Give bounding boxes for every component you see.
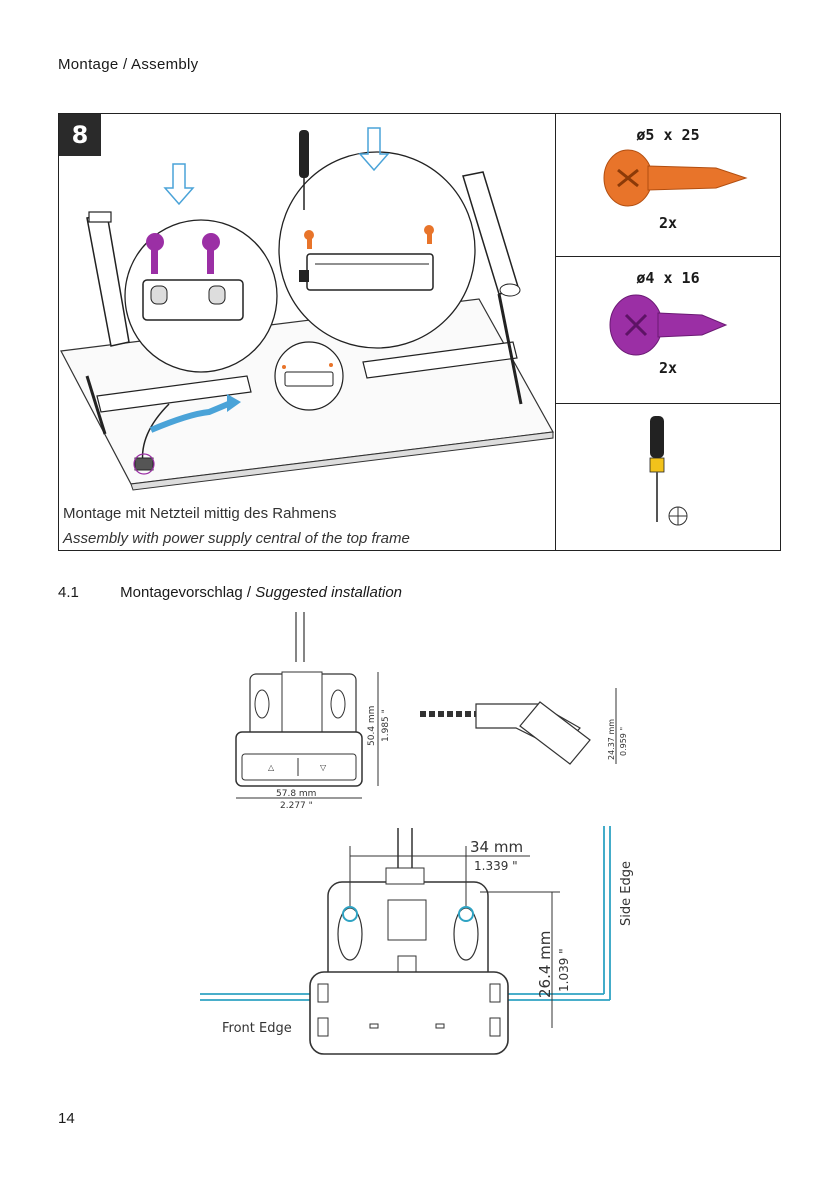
purple-screw-icon (556, 287, 780, 359)
part-size-label: ø5 x 25 (556, 126, 780, 144)
depth-mm-label: 24.37 mm (607, 719, 616, 760)
desk-assembly-illustration (59, 114, 555, 550)
step-number-badge: 8 (59, 114, 101, 156)
height-in-label: 1.985 " (381, 709, 391, 742)
svg-text:▽: ▽ (320, 763, 327, 772)
section-title-en: Suggested installation (255, 584, 402, 601)
part-panel-screw-4x16: ø4 x 16 2x (555, 256, 781, 404)
edge-offset-mm-label: 26.4 mm (536, 931, 554, 998)
svg-text:△: △ (268, 763, 275, 772)
step-caption-en: Assembly with power supply central of th… (63, 530, 410, 547)
part-qty-label: 2x (556, 359, 780, 377)
width-in-label: 2.277 " (280, 801, 313, 811)
control-unit-front-view-drawing: △ ▽ 50.4 mm 1.985 " 57.8 mm 2.277 " (228, 612, 408, 818)
part-panel-screw-5x25: ø5 x 25 2x (555, 113, 781, 257)
width-mm-label: 57.8 mm (276, 789, 316, 799)
assembly-illustration-panel (58, 113, 556, 551)
height-mm-label: 50.4 mm (367, 706, 377, 746)
depth-in-label: 0.959 " (619, 727, 628, 756)
down-arrow-icon (165, 164, 193, 204)
orange-screw-icon (556, 144, 780, 214)
part-panel-screwdriver (555, 403, 781, 551)
section-heading: 4.1 Montagevorschlag / Suggested install… (58, 584, 402, 601)
page-header: Montage / Assembly (58, 56, 198, 73)
step-caption-de: Montage mit Netzteil mittig des Rahmens (63, 505, 336, 522)
part-size-label: ø4 x 16 (556, 269, 780, 287)
part-qty-label: 2x (556, 214, 780, 232)
page-number: 14 (58, 1110, 75, 1127)
front-edge-label: Front Edge (222, 1021, 292, 1036)
edge-offset-in-label: 1.039 " (557, 948, 571, 992)
installation-position-drawing: 34 mm 1.339 " 26.4 mm 1.039 " Front Edge… (200, 822, 640, 1068)
side-edge-label: Side Edge (619, 861, 634, 926)
section-title-de: Montagevorschlag / (120, 584, 251, 601)
control-unit-side-view-drawing: 24.37 mm 0.959 " (420, 688, 640, 778)
hole-spacing-mm-label: 34 mm (470, 838, 523, 856)
hole-spacing-in-label: 1.339 " (474, 859, 518, 873)
section-number: 4.1 (58, 584, 116, 601)
phillips-screwdriver-icon (556, 404, 780, 550)
